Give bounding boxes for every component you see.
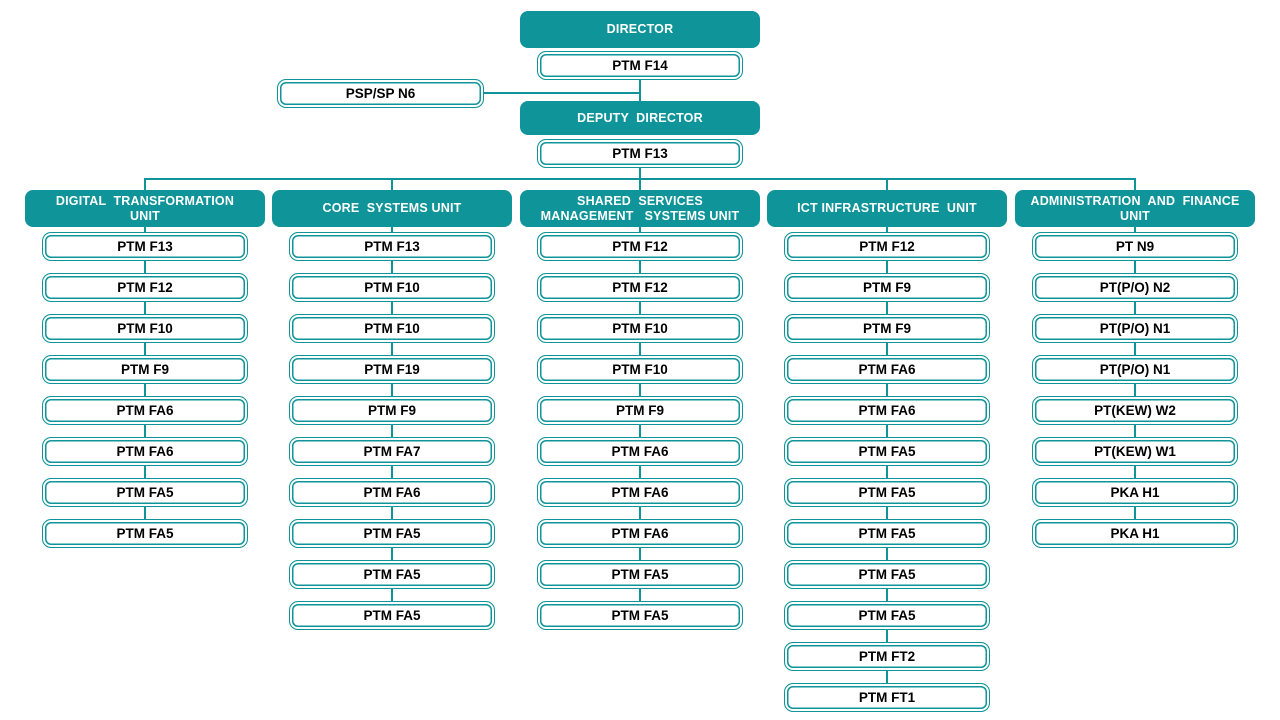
- position-box: PTM FA5: [289, 560, 495, 589]
- director-grade-box: PTM F14: [537, 51, 743, 80]
- position-box: PTM FA6: [784, 396, 990, 425]
- position-box: PTM FA6: [42, 396, 248, 425]
- unit-header-line: ICT INFRASTRUCTURE UNIT: [797, 201, 977, 215]
- position-box: PTM F13: [289, 232, 495, 261]
- connector-support: [484, 92, 640, 94]
- position-box: PTM FA5: [784, 560, 990, 589]
- position-box: PTM F10: [537, 355, 743, 384]
- position-box: PTM FA6: [537, 519, 743, 548]
- connector-rail-stub: [1134, 178, 1136, 190]
- position-box: PTM FA6: [537, 478, 743, 507]
- position-box: PT(KEW) W1: [1032, 437, 1238, 466]
- unit-header-line: UNIT: [1120, 208, 1150, 223]
- position-box: PT(P/O) N2: [1032, 273, 1238, 302]
- position-box: PTM F9: [289, 396, 495, 425]
- position-box: PKA H1: [1032, 519, 1238, 548]
- position-box: PTM FA5: [784, 519, 990, 548]
- unit-header: CORE SYSTEMS UNIT: [272, 190, 512, 227]
- position-box: PTM F9: [42, 355, 248, 384]
- position-box: PTM FT2: [784, 642, 990, 671]
- position-box: PTM F12: [537, 232, 743, 261]
- position-box: PTM FA5: [784, 478, 990, 507]
- unit-header: ICT INFRASTRUCTURE UNIT: [767, 190, 1007, 227]
- position-box: PTM FA5: [42, 478, 248, 507]
- unit-header-line: MANAGEMENT SYSTEMS UNIT: [540, 208, 740, 223]
- position-box: PTM F12: [537, 273, 743, 302]
- unit-header-line: DIGITAL TRANSFORMATION: [55, 193, 235, 208]
- position-box: PTM F12: [42, 273, 248, 302]
- position-box: PTM F10: [289, 314, 495, 343]
- position-box: PKA H1: [1032, 478, 1238, 507]
- position-box: PTM F12: [784, 232, 990, 261]
- position-box: PTM FA6: [784, 355, 990, 384]
- position-box: PTM FA6: [537, 437, 743, 466]
- position-box: PTM FA7: [289, 437, 495, 466]
- unit-header-line: SHARED SERVICES: [577, 193, 703, 208]
- deputy-grade-box: PTM F13: [537, 139, 743, 168]
- position-box: PTM FA5: [537, 601, 743, 630]
- position-box: PTM FA6: [42, 437, 248, 466]
- position-box: PT(P/O) N1: [1032, 314, 1238, 343]
- position-box: PTM F10: [537, 314, 743, 343]
- unit-header-line: CORE SYSTEMS UNIT: [322, 201, 462, 215]
- deputy-director-title-box: DEPUTY DIRECTOR: [520, 101, 760, 135]
- position-box: PTM FA5: [784, 601, 990, 630]
- position-box: PTM F9: [537, 396, 743, 425]
- unit-header-line: UNIT: [130, 208, 160, 223]
- position-box: PTM FA5: [784, 437, 990, 466]
- director-title-box: DIRECTOR: [520, 11, 760, 48]
- position-box: PTM FA5: [42, 519, 248, 548]
- position-box: PT(P/O) N1: [1032, 355, 1238, 384]
- position-box: PTM FA5: [289, 601, 495, 630]
- position-box: PTM F19: [289, 355, 495, 384]
- unit-header-line: ADMINISTRATION AND FINANCE: [1030, 193, 1240, 208]
- connector-rail-stub: [886, 178, 888, 190]
- position-box: PTM F10: [289, 273, 495, 302]
- connector-director-deputy: [639, 80, 641, 102]
- connector-rail-stub: [391, 178, 393, 190]
- position-box: PT(KEW) W2: [1032, 396, 1238, 425]
- position-box: PTM F13: [42, 232, 248, 261]
- connector-rail-stub: [639, 178, 641, 190]
- connector-rail-stub: [144, 178, 146, 190]
- support-grade-box: PSP/SP N6: [277, 79, 484, 108]
- position-box: PTM FA5: [537, 560, 743, 589]
- position-box: PTM FA5: [289, 519, 495, 548]
- position-box: PTM F9: [784, 273, 990, 302]
- connector-deputy-rail: [639, 168, 641, 179]
- position-box: PT N9: [1032, 232, 1238, 261]
- position-box: PTM FA6: [289, 478, 495, 507]
- position-box: PTM F10: [42, 314, 248, 343]
- position-box: PTM FT1: [784, 683, 990, 712]
- position-box: PTM F9: [784, 314, 990, 343]
